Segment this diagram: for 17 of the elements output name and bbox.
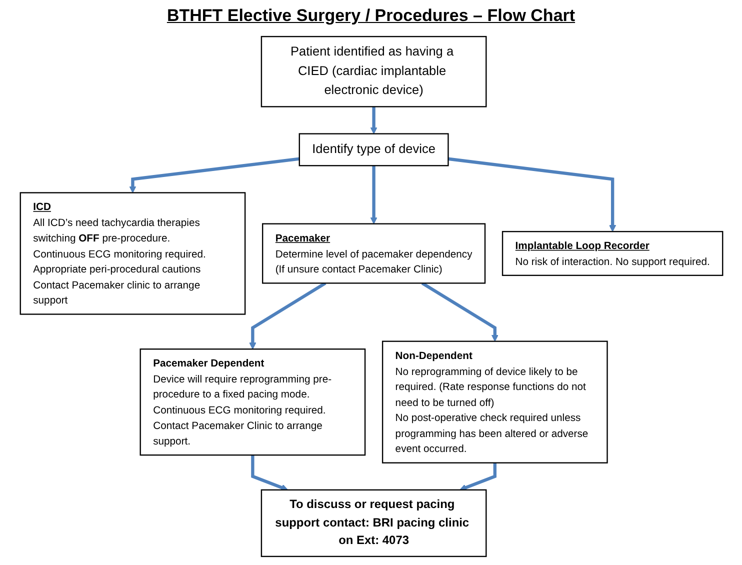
arrow [459, 462, 496, 491]
arrow [248, 282, 326, 350]
node-box: Patient identified as having a CIED (cardiac implantable electronic device) [260, 36, 486, 108]
arrow [370, 106, 377, 134]
arrow [370, 166, 377, 224]
node-box: Pacemaker Dependent Device will require reprogramming pre-procedure to a fixed pacing mode. Continuous ECG monitoring required. Contact Pacemaker Clinic to arrange support. [139, 348, 366, 456]
arrow [448, 157, 616, 232]
title: BTHFT Elective Surgery / Procedures – Flow Chart [166, 6, 576, 26]
node-box: To discuss or request pacing support contact: BRI pacing clinic on Ext: 4073 [260, 489, 486, 558]
node-box: Pacemaker Determine level of pacemaker dependency (If unsure contact Pacemaker Clinic) [262, 223, 486, 284]
node-box: Identify type of device [298, 133, 448, 166]
arrow [420, 282, 498, 342]
node-box: Implantable Loop Recorder No risk of interaction. No support required. [501, 230, 723, 276]
arrow [128, 157, 300, 194]
arrow [250, 455, 288, 491]
node-box: Non-Dependent No reprogramming of device likely to be required. (Rate response functions do not need to be turned off) No post-operative check required unless programming has been altered or adverse event occurred. [381, 340, 608, 464]
node-box: ICD All ICD’s need tachycardia therapies switching OFF pre-procedure. Continuous ECG monitoring required. Appropriate peri-procedural cautions Contact Pacemaker clinic to arrange support [19, 192, 246, 315]
